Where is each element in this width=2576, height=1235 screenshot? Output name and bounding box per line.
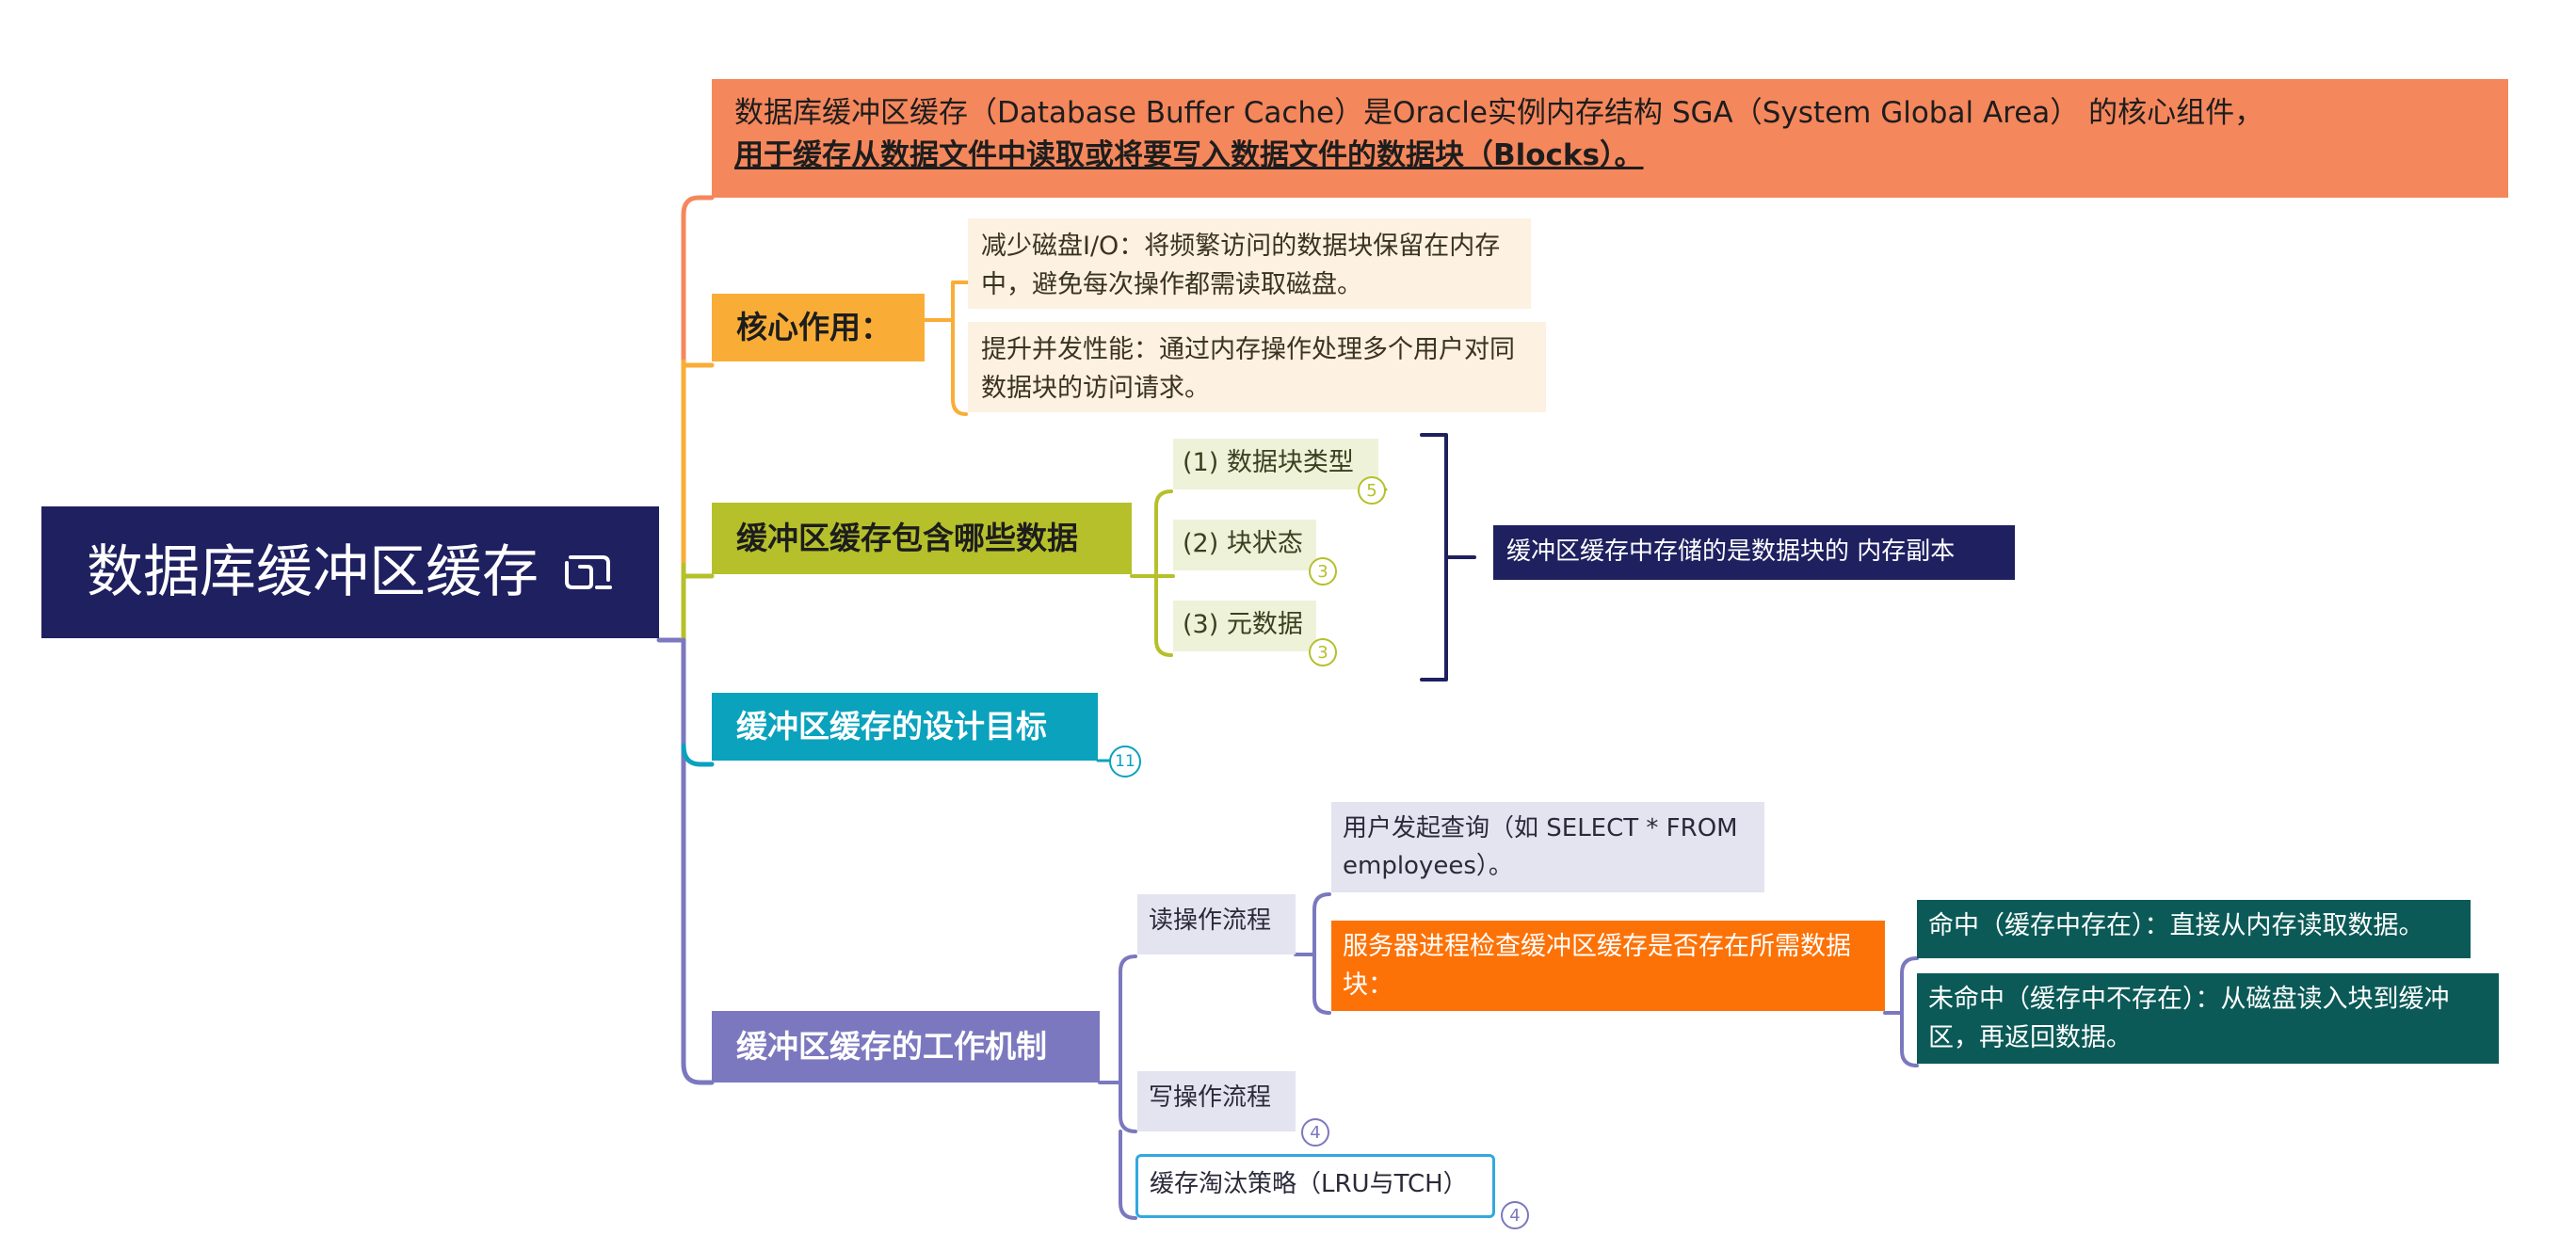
read-step-query[interactable]: 用户发起查询（如 SELECT * FROM employees）。: [1331, 802, 1764, 892]
collapsed-count-badge[interactable]: 11: [1109, 746, 1141, 778]
cache-miss-topic[interactable]: 未命中（缓存中不存在）：从磁盘读入块到缓冲区，再返回数据。: [1917, 973, 2499, 1064]
branch-core-function[interactable]: 核心作用：: [712, 294, 925, 361]
definition-line-2: 用于缓存从数据文件中读取或将要写入数据文件的数据块（Blocks）。: [734, 137, 1644, 172]
branch-mechanism-label: 缓冲区缓存的工作机制: [736, 1028, 1047, 1066]
eviction-policy-label: 缓存淘汰策略（LRU与TCH）: [1150, 1170, 1468, 1198]
branch-goals-label: 缓冲区缓存的设计目标: [736, 708, 1047, 746]
definition-banner[interactable]: 数据库缓冲区缓存（Database Buffer Cache）是Oracle实例…: [712, 79, 2508, 198]
contents-item-label: (1) 数据块类型: [1183, 448, 1354, 477]
read-flow-topic[interactable]: 读操作流程: [1137, 894, 1296, 954]
contents-item-block-types[interactable]: (1) 数据块类型: [1173, 439, 1378, 489]
contents-item-metadata[interactable]: (3) 元数据: [1173, 601, 1316, 651]
read-step-text: 用户发起查询（如 SELECT * FROM employees）。: [1343, 814, 1738, 881]
read-flow-label: 读操作流程: [1149, 906, 1272, 935]
core-item-text: 提升并发性能：通过内存操作处理多个用户对同数据块的访问请求。: [981, 335, 1515, 403]
branch-contents-label: 缓冲区缓存包含哪些数据: [736, 520, 1078, 557]
cache-hit-text: 命中（缓存中存在）：直接从内存读取数据。: [1928, 911, 2424, 940]
collapsed-count-badge[interactable]: 5: [1358, 476, 1386, 505]
collapsed-count-badge[interactable]: 3: [1309, 557, 1337, 585]
contents-summary[interactable]: 缓冲区缓存中存储的是数据块的 内存副本: [1493, 525, 2015, 580]
contents-item-block-status[interactable]: (2) 块状态: [1173, 520, 1316, 570]
root-topic[interactable]: 数据库缓冲区缓存: [41, 506, 659, 638]
read-step-check-cache[interactable]: 服务器进程检查缓冲区缓存是否存在所需数据块：: [1331, 921, 1885, 1011]
branch-core-label: 核心作用：: [736, 309, 892, 346]
branch-design-goals[interactable]: 缓冲区缓存的设计目标: [712, 693, 1098, 761]
collapsed-count-badge[interactable]: 4: [1501, 1201, 1529, 1229]
linked-note-icon[interactable]: [559, 552, 616, 593]
collapsed-count-badge[interactable]: 3: [1309, 638, 1337, 666]
write-flow-topic[interactable]: 写操作流程: [1137, 1071, 1296, 1131]
branch-cache-contents[interactable]: 缓冲区缓存包含哪些数据: [712, 503, 1132, 574]
contents-item-label: (2) 块状态: [1183, 529, 1303, 558]
branch-working-mechanism[interactable]: 缓冲区缓存的工作机制: [712, 1011, 1100, 1083]
definition-line-1: 数据库缓冲区缓存（Database Buffer Cache）是Oracle实例…: [734, 96, 2264, 130]
core-item-text: 减少磁盘I/O：将频繁访问的数据块保留在内存中，避免每次操作都需读取磁盘。: [981, 232, 1501, 299]
contents-item-label: (3) 元数据: [1183, 610, 1303, 639]
cache-miss-text: 未命中（缓存中不存在）：从磁盘读入块到缓冲区，再返回数据。: [1928, 985, 2450, 1052]
read-step-text: 服务器进程检查缓冲区缓存是否存在所需数据块：: [1343, 932, 1851, 1000]
root-title: 数据库缓冲区缓存: [87, 539, 539, 605]
core-item-concurrency[interactable]: 提升并发性能：通过内存操作处理多个用户对同数据块的访问请求。: [968, 322, 1546, 412]
contents-summary-text: 缓冲区缓存中存储的是数据块的 内存副本: [1506, 537, 1956, 566]
collapsed-count-badge[interactable]: 4: [1301, 1118, 1329, 1147]
core-item-reduce-io[interactable]: 减少磁盘I/O：将频繁访问的数据块保留在内存中，避免每次操作都需读取磁盘。: [968, 218, 1531, 309]
write-flow-label: 写操作流程: [1149, 1083, 1272, 1112]
eviction-policy-topic[interactable]: 缓存淘汰策略（LRU与TCH）: [1135, 1154, 1495, 1218]
cache-hit-topic[interactable]: 命中（缓存中存在）：直接从内存读取数据。: [1917, 900, 2471, 958]
